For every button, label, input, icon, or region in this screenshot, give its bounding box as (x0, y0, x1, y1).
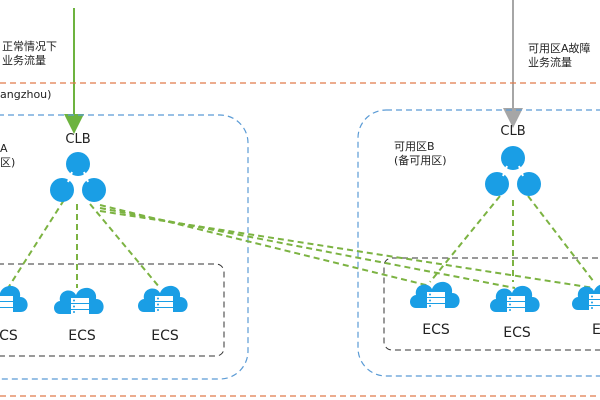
zone-b-links (429, 195, 595, 283)
zone-b-label: 可用区B (备可用区) (394, 140, 447, 168)
zone-b-ecs-group (383, 257, 600, 351)
zone-a-label: A 区) (0, 142, 15, 170)
zone-b-line1: 可用区B (394, 140, 435, 153)
zone-a-ecs-icon-3 (138, 285, 188, 312)
failover-flow-label: 可用区A故障 业务流量 (528, 42, 591, 70)
zone-a-box (0, 114, 249, 380)
failover-flow-line1: 可用区A故障 (528, 42, 591, 55)
zone-b-clb-icon (484, 145, 542, 197)
zone-b-line2: (备可用区) (394, 154, 447, 167)
zone-a-line1: A (0, 142, 8, 155)
zone-a-clb-label: CLB (65, 132, 91, 147)
zone-b-ecs-icon-1 (410, 281, 460, 308)
zone-b-ecs-label-2: ECS (503, 325, 531, 341)
zone-a-ecs-icon-2 (54, 287, 104, 314)
normal-flow-line2: 业务流量 (2, 54, 46, 67)
zone-a-ecs-label-2: ECS (68, 328, 96, 344)
zone-a-ecs-label-1: ECS (0, 328, 18, 344)
zone-b-ecs-label-1: ECS (422, 322, 450, 338)
zone-b-box (357, 109, 600, 377)
zone-a-ecs-icon-1 (0, 285, 28, 312)
zone-b-ecs-icon-2 (490, 285, 540, 312)
region-label: angzhou) (0, 88, 52, 101)
zone-a-links (7, 199, 161, 289)
cross-zone-links (99, 204, 595, 289)
failover-flow-line2: 业务流量 (528, 56, 572, 69)
normal-flow-line1: 正常情况下 (2, 40, 57, 53)
zone-a-clb-icon (49, 151, 107, 203)
zone-b-ecs-label-3: EC (592, 322, 600, 338)
normal-flow-label: 正常情况下 业务流量 (2, 40, 57, 68)
zone-b-clb-label: CLB (500, 124, 526, 139)
zone-a-line2: 区) (0, 156, 16, 169)
zone-b-ecs-icon-3 (572, 283, 600, 310)
zone-a-ecs-group (0, 263, 225, 357)
zone-a-ecs-label-3: ECS (151, 328, 179, 344)
